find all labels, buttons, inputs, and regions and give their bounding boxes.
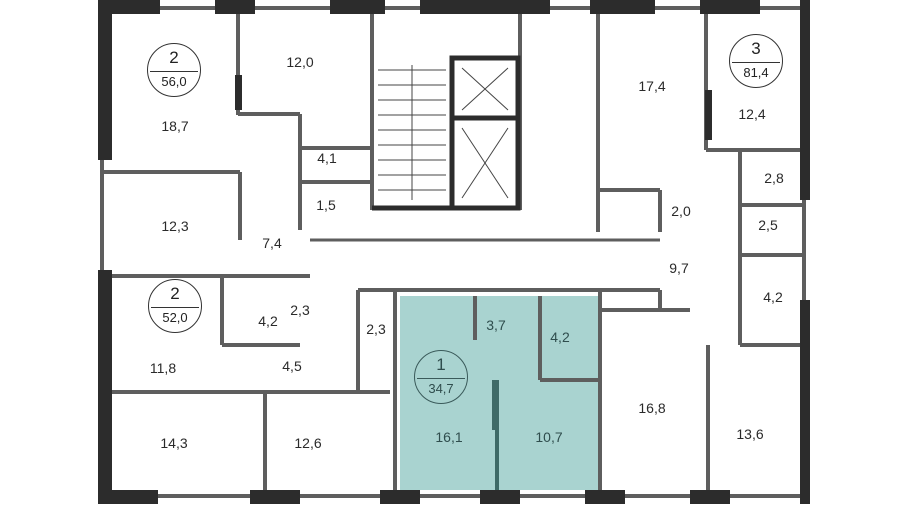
room-area: 12,3 — [161, 218, 189, 234]
room-area: 17,4 — [638, 78, 666, 94]
apartment-area: 34,7 — [428, 381, 454, 396]
apartment-badge-highlighted[interactable]: 1 34,7 — [414, 350, 468, 404]
badge-divider — [732, 62, 780, 63]
room-area: 7,4 — [262, 235, 282, 251]
room-area: 1,5 — [316, 197, 336, 213]
room-area: 16,1 — [435, 429, 463, 445]
room-area: 16,8 — [638, 400, 666, 416]
room-area: 14,3 — [160, 435, 188, 451]
room-area: 9,7 — [669, 260, 689, 276]
badge-divider — [150, 71, 198, 72]
apartment-area: 81,4 — [743, 65, 769, 80]
apartment-badge[interactable]: 2 52,0 — [148, 279, 202, 333]
room-area: 12,6 — [294, 435, 322, 451]
room-area: 4,2 — [258, 313, 278, 329]
apartment-rooms: 1 — [436, 355, 446, 374]
apartment-rooms: 3 — [751, 39, 761, 58]
room-area: 2,3 — [290, 302, 310, 318]
apartment-badge[interactable]: 3 81,4 — [729, 34, 783, 88]
room-area: 4,2 — [763, 289, 783, 305]
room-area: 18,7 — [161, 118, 189, 134]
apartment-badge[interactable]: 2 56,0 — [147, 43, 201, 97]
badge-divider — [151, 307, 199, 308]
room-area: 12,0 — [286, 54, 314, 70]
room-area: 12,4 — [738, 106, 766, 122]
apartment-area: 56,0 — [161, 74, 187, 89]
room-area: 2,8 — [764, 170, 784, 186]
apartment-area: 52,0 — [162, 310, 188, 325]
apartment-rooms: 2 — [169, 48, 179, 67]
room-area: 3,7 — [486, 317, 506, 333]
room-area: 2,5 — [758, 217, 778, 233]
room-area: 11,8 — [149, 360, 177, 376]
walls — [100, 6, 806, 498]
apartment-rooms: 2 — [170, 284, 180, 303]
room-area: 2,3 — [366, 321, 386, 337]
exterior-wall-segments — [98, 0, 810, 504]
room-area: 2,0 — [671, 203, 691, 219]
room-area: 4,5 — [282, 358, 302, 374]
room-area: 13,6 — [736, 426, 764, 442]
room-area: 4,1 — [317, 150, 337, 166]
room-area: 4,2 — [550, 329, 570, 345]
room-area: 10,7 — [535, 429, 563, 445]
badge-divider — [417, 378, 465, 379]
